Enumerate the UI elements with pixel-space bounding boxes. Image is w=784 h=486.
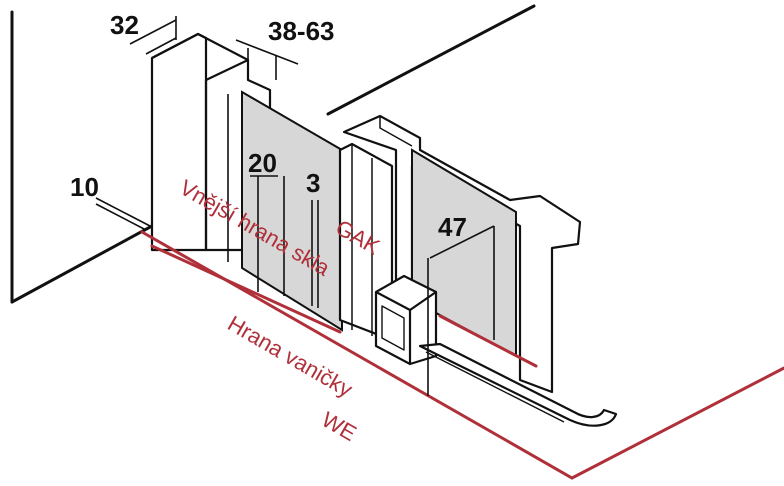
dim-38-63: 38-63	[268, 16, 335, 46]
dim-47: 47	[438, 212, 467, 242]
drain-pipe	[418, 342, 618, 427]
label-we: WE	[318, 407, 361, 446]
fitting-box	[374, 274, 438, 366]
dim-20: 20	[248, 148, 277, 178]
dimension-lines	[95, 16, 495, 396]
dim-32: 32	[110, 10, 139, 40]
wall-corner-lines	[10, 4, 536, 304]
red-edge-lines	[140, 230, 784, 480]
dim-10: 10	[70, 172, 99, 202]
glass-panel-left	[241, 90, 343, 332]
dim-3: 3	[306, 168, 320, 198]
